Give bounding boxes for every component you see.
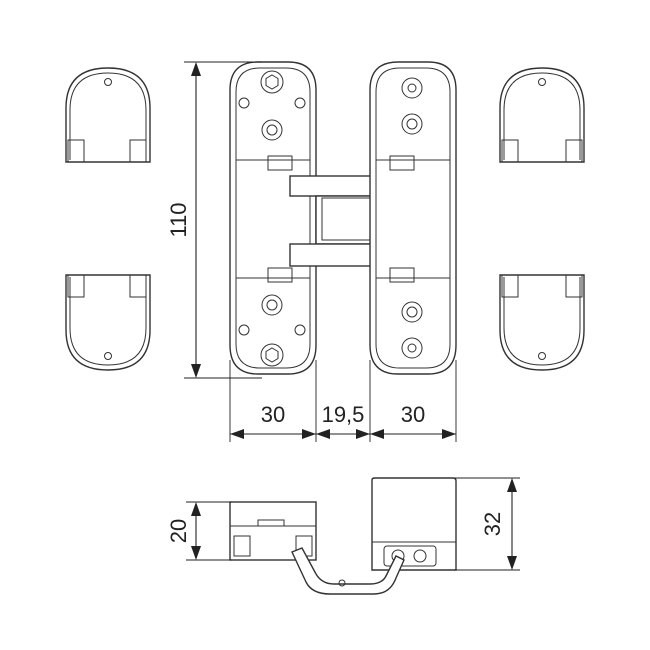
cover-cap-bottom-left: [65, 274, 151, 371]
dimension-label-left-30: 30: [261, 402, 285, 427]
cover-cap-top-left: [65, 67, 151, 163]
dimension-height-110: 110: [166, 61, 262, 379]
dimension-label-32: 32: [480, 512, 505, 536]
dimension-widths: 30 19,5 30: [229, 360, 457, 442]
dimension-label-20: 20: [166, 519, 191, 543]
hinge-plate-left: [229, 61, 317, 375]
cover-cap-top-right: [499, 67, 585, 163]
dimension-label-110: 110: [166, 202, 191, 237]
hinge-plate-right: [369, 61, 457, 375]
dimension-label-gap-19-5: 19,5: [322, 402, 365, 427]
dimension-label-right-30: 30: [401, 402, 425, 427]
hinge-side-view: 20 32: [166, 477, 520, 595]
cover-cap-bottom-right: [499, 274, 585, 371]
